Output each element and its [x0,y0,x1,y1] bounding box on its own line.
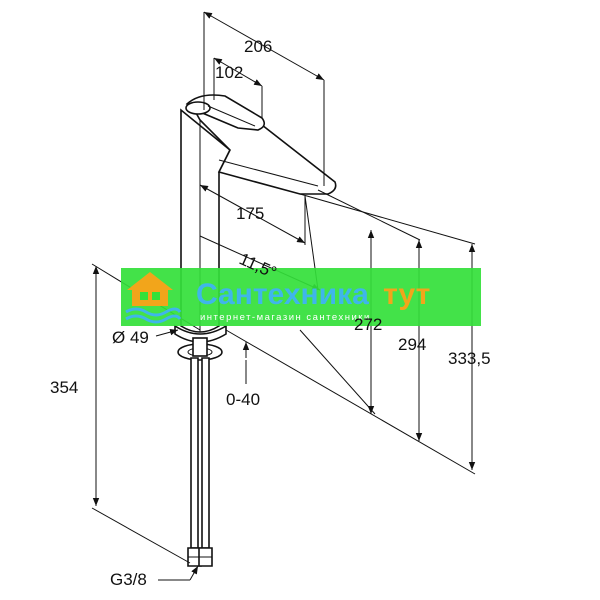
dimension-lines [91,11,476,581]
house-logo-icon [125,272,182,324]
watermark: Сантехника тут интернет-магазин сантехни… [121,268,481,326]
dim-spout-reach: 175 [236,204,264,223]
dim-hose-length: 354 [50,378,78,397]
watermark-title: Сантехника тут [196,278,430,311]
dim-overall-reach: 206 [244,37,272,56]
dim-spout-height: 294 [398,335,426,354]
watermark-banner [121,268,481,326]
dim-thread: G3/8 [110,570,147,589]
dim-mount-range: 0-40 [226,390,260,409]
watermark-title-right: тут [383,278,430,311]
dim-total-height: 333,5 [448,349,491,368]
dimension-labels: 206 102 175 11,5° Ø 49 272 294 333,5 354… [50,37,491,589]
dim-outlet-height: 272 [354,315,382,334]
dim-handle-length: 102 [215,63,243,82]
dim-diameter: Ø 49 [112,328,149,347]
watermark-subtitle: интернет-магазин сантехники [200,312,371,323]
mounting-hardware [177,337,223,567]
watermark-title-left: Сантехника [196,278,369,311]
